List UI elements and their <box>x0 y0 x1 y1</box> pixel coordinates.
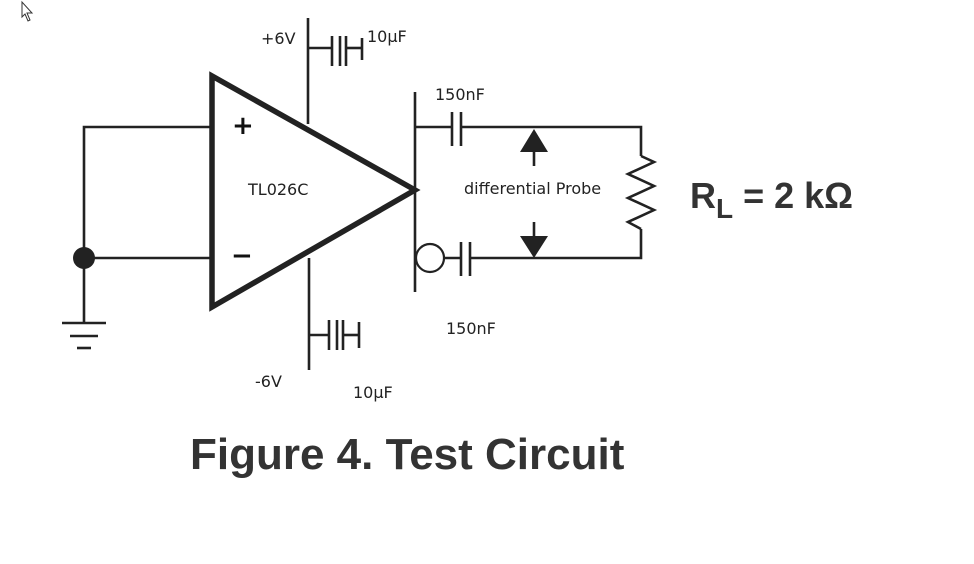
ground-junction-dot <box>73 247 95 269</box>
top-supply-capacitor-icon <box>330 36 348 66</box>
input-wiring <box>82 125 212 323</box>
ground-symbol-icon <box>62 321 106 350</box>
inverting-input-sign: − <box>231 241 253 271</box>
load-symbol: R <box>690 175 716 216</box>
load-resistance-label: RL = 2 kΩ <box>690 175 853 224</box>
op-amp-triangle <box>209 71 421 312</box>
bottom-coupling-capacitor-icon <box>459 242 472 276</box>
op-amp-part-label: TL026C <box>247 180 308 199</box>
top-coupling-cap-label: 150nF <box>435 85 485 104</box>
load-subscript: L <box>716 193 733 224</box>
positive-supply-wiring <box>306 18 364 124</box>
bottom-supply-cap-label: 10µF <box>353 383 393 402</box>
top-supply-cap-label: 10µF <box>367 27 407 46</box>
positive-supply-label: +6V <box>261 29 296 48</box>
top-coupling-capacitor-icon <box>450 112 463 146</box>
negative-supply-label: -6V <box>255 372 282 391</box>
bottom-coupling-cap-label: 150nF <box>446 319 496 338</box>
probe-down-arrow-icon <box>520 222 548 258</box>
mouse-cursor-icon <box>21 0 34 22</box>
negative-supply-wiring <box>307 258 361 370</box>
probe-up-arrow-icon <box>520 129 548 166</box>
non-inverting-input-sign: + <box>232 111 254 141</box>
differential-probe-label: differential Probe <box>464 179 601 198</box>
load-value: = 2 kΩ <box>733 175 853 216</box>
load-resistor-icon <box>624 154 658 231</box>
bottom-supply-capacitor-icon <box>327 320 345 350</box>
output-terminal-circle <box>414 242 446 274</box>
figure-caption: Figure 4. Test Circuit <box>190 430 625 479</box>
